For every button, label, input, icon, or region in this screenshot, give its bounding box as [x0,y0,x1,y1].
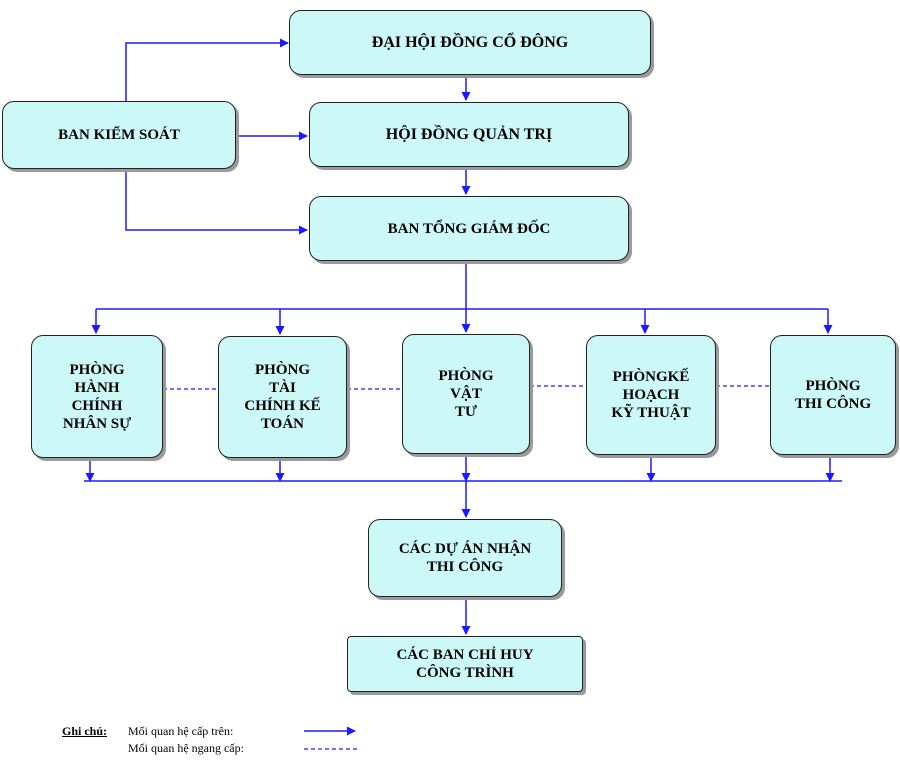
legend-peer-label: Mối quan hệ ngang cấp: [128,741,244,755]
node-phong-thi-cong: PHÒNG THI CÔNG [770,335,896,455]
node-ban-tong-giam-doc: BAN TỔNG GIÁM ĐỐC [309,196,629,261]
arrow-bks-to-tgd [125,170,308,235]
node-cac-ban-chi-huy-cong-trinh: CÁC BAN CHỈ HUY CÔNG TRÌNH [347,636,583,692]
legend-superior-label: Mối quan hệ cấp trên: [128,724,234,738]
node-phong-vat-tu: PHÒNG VẬT TƯ [402,334,530,454]
arrow-bks-to-daihoi [125,38,289,101]
node-dai-hoi-dong-co-dong: ĐẠI HỘI ĐỒNG CỔ ĐÔNG [289,10,651,75]
node-ban-kiem-soat: BAN KIỂM SOÁT [2,101,236,169]
node-hoi-dong-quan-tri: HỘI ĐỒNG QUẢN TRỊ [309,102,629,167]
node-phong-ke-hoach-ky-thuat: PHÒNGKẾ HOẠCH KỸ THUẬT [586,335,716,455]
legend-title: Ghi chú: [62,724,108,738]
node-phong-hanh-chinh-nhan-su: PHÒNG HÀNH CHÍNH NHÂN SỰ [31,335,163,458]
node-phong-tai-chinh-ke-toan: PHÒNG TÀI CHÍNH KẾ TOÁN [218,336,347,458]
node-cac-du-an-nhan-thi-cong: CÁC DỰ ÁN NHẬN THI CÔNG [368,519,562,597]
